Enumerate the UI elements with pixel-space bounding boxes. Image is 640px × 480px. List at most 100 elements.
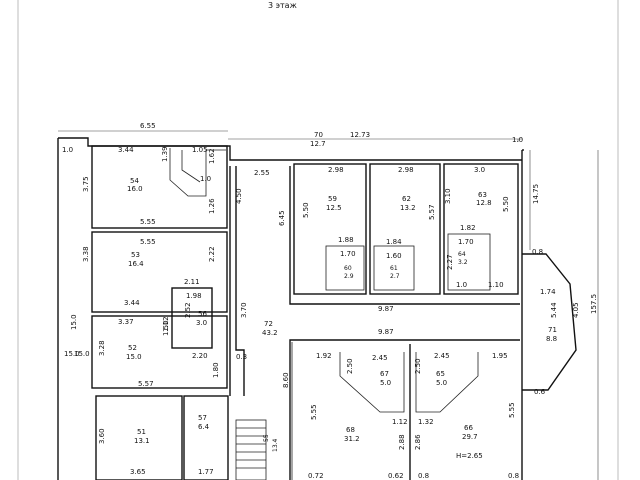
room-65-number: 65 [436,370,445,378]
dim-label: 0.6 [534,388,546,396]
dim-label: 1.60 [386,252,402,260]
room-62-outline [369,163,441,295]
dim-label: 5.50 [302,202,310,218]
dim-label: 3.10 [444,188,452,204]
room-52-outline [91,315,228,389]
dim-label: 1.82 [460,224,476,232]
room-52-area: 15.0 [126,353,142,361]
room-54-outline [91,145,228,229]
room-56-number: 56 [198,310,207,318]
dim-label: 3.65 [130,468,146,476]
dim-label: 1.12 [162,316,170,332]
room-66-area: 29.7 [462,433,478,441]
room-67-area: 5.0 [380,379,391,387]
corridor-wall-inner [235,166,245,396]
dim-label: 1.05 [192,146,208,154]
room-59-number: 59 [328,195,337,203]
dim-label: 4.05 [572,302,580,318]
room-57-area: 6.4 [198,423,210,431]
room-51-number: 51 [137,428,146,436]
dim-label: 1.95 [492,352,508,360]
room-57-number: 57 [198,414,207,422]
dim-label: 1.98 [186,292,202,300]
dim-label: 1.80 [212,362,220,378]
dim-label: 3.38 [82,246,90,262]
room-71-outline [522,253,577,391]
dim-label: 1.84 [386,238,402,246]
dim-label: 5.44 [550,302,558,318]
dim-label: 1.10 [488,281,504,289]
dim-label: 3.0 [474,166,485,174]
room-56-outline [171,287,213,349]
dim-label: 2.98 [398,166,414,174]
dim-label: 3.60 [98,428,106,444]
dim-label: 2.55 [254,169,270,177]
dim-label: 2.88 [398,434,406,450]
dim-label: 1.0 [200,175,211,183]
dim-label: 0.8 [418,472,429,480]
room-62-area: 13.2 [400,204,416,212]
room-71-area: 8.8 [546,335,557,343]
room-61-number: 61 [390,265,398,272]
dim-label: 5.55 [310,404,318,420]
room-55-area: 13.4 [272,438,279,452]
dim-label: 12.73 [350,131,370,139]
room-65-outline [415,352,479,413]
dim-label: 1.62 [208,148,216,164]
dim-label: 15.0 [70,314,78,330]
dim-label: 6.45 [278,210,286,226]
room-55-number: 55 [263,434,270,442]
dim-label: 1.88 [338,236,354,244]
room-66-number: 66 [464,424,473,432]
dim-label: 1.0 [512,136,523,144]
dim-label: 2.98 [328,166,344,174]
room-60-outline [325,245,365,291]
room-59-outline [293,163,367,295]
room-53-area: 16.4 [128,260,144,268]
dim-label: 2.86 [414,434,422,450]
dim-label: 2.27 [446,254,454,270]
dim-label: 2.52 [184,302,192,318]
dim-label: 1.0 [62,146,73,154]
room-68-area: 31.2 [344,435,360,443]
dim-label: 3.37 [118,318,134,326]
dim-label: 3.44 [118,146,134,154]
room-51-area: 13.1 [134,437,150,445]
dim-label: 15.0 [64,350,80,358]
room-54-area: 16.0 [127,185,143,193]
room-59-area: 12.5 [326,204,342,212]
room-63-number: 63 [478,191,487,199]
dim-label: 0.62 [388,472,404,480]
room-63-outline [443,163,519,295]
dim-label: 2.45 [372,354,388,362]
dim-label: 1.39 [161,146,169,162]
dim-label: 5.57 [138,380,154,388]
room-61-area: 2.7 [390,273,400,280]
dim-label: 1.0 [456,281,467,289]
lower-block-wall [289,339,520,480]
dim-label: 0.8 [532,248,543,256]
dim-label: 9.87 [378,328,394,336]
room-53-number: 53 [131,251,140,259]
room-53-outline [91,231,228,313]
room-51-outline [95,395,183,480]
room-70-area: 12.7 [310,140,326,148]
room-72-number: 72 [264,320,273,328]
dim-label: 2.22 [208,246,216,262]
room-67-outline [339,352,405,413]
dim-label: 5.55 [140,238,156,246]
dim-label: 14.75 [532,184,540,204]
room-54-number: 54 [130,177,139,185]
dim-label: 0.72 [308,472,324,480]
dim-label: 1.50 [162,320,170,336]
room-63-area: 12.8 [476,199,492,207]
dim-label: 0.8 [508,472,519,480]
dim-label: 3.75 [82,176,90,192]
dim-label: 2.50 [414,358,422,374]
dim-label: 1.77 [198,468,214,476]
dim-label: 15.0 [74,350,90,358]
room-57-outline [183,395,229,480]
dim-label: 9.87 [378,305,394,313]
room-60-area: 2.9 [344,273,354,280]
